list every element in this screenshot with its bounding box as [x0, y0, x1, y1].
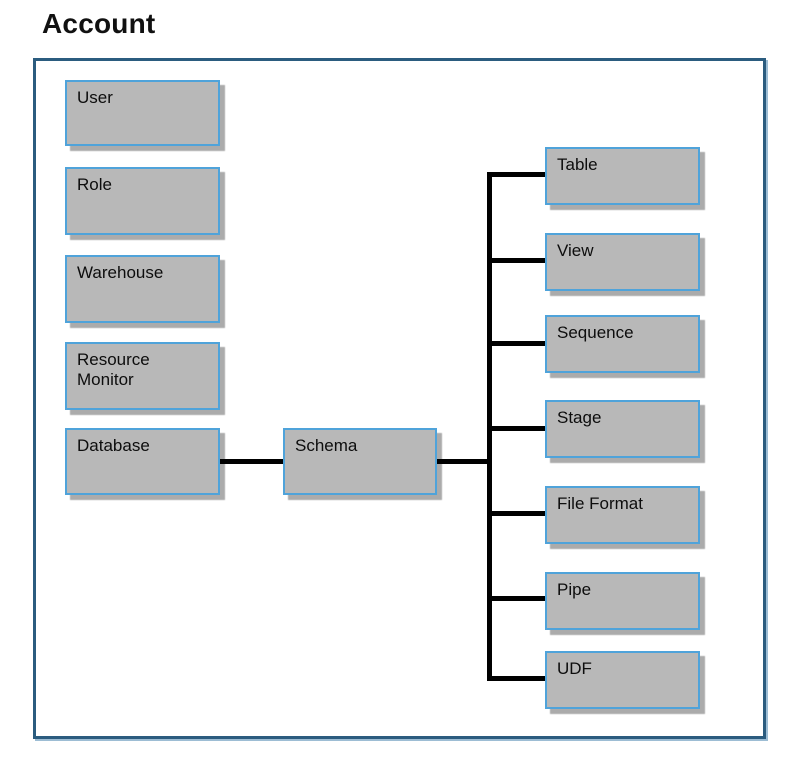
connector-schema-trunk [437, 459, 489, 464]
connector-branch-sequence [489, 341, 545, 346]
connector-branch-view [489, 258, 545, 263]
node-resource-monitor-label: Resource Monitor [77, 350, 150, 390]
node-sequence-label: Sequence [557, 323, 634, 342]
page-title: Account [42, 8, 156, 39]
node-warehouse: Warehouse [65, 255, 220, 323]
node-schema-label: Schema [295, 436, 358, 455]
node-view: View [545, 233, 700, 291]
node-role-label: Role [77, 175, 112, 194]
node-role: Role [65, 167, 220, 235]
node-stage-label: Stage [557, 408, 602, 427]
node-view-label: View [557, 241, 594, 260]
connector-branch-file-format [489, 511, 545, 516]
connector-branch-udf [489, 676, 545, 681]
connector-database-schema [220, 459, 283, 464]
node-file-format-label: File Format [557, 494, 643, 513]
connector-branch-table [489, 172, 545, 177]
node-table-label: Table [557, 155, 598, 174]
node-user-label: User [77, 88, 113, 107]
account-boundary-box [33, 58, 766, 739]
node-file-format: File Format [545, 486, 700, 544]
node-warehouse-label: Warehouse [77, 263, 164, 282]
node-pipe-label: Pipe [557, 580, 592, 599]
node-user: User [65, 80, 220, 146]
node-table: Table [545, 147, 700, 205]
node-udf: UDF [545, 651, 700, 709]
node-pipe: Pipe [545, 572, 700, 630]
node-schema: Schema [283, 428, 437, 495]
node-udf-label: UDF [557, 659, 592, 678]
node-sequence: Sequence [545, 315, 700, 373]
connector-branch-stage [489, 426, 545, 431]
node-resource-monitor: Resource Monitor [65, 342, 220, 410]
connector-branch-pipe [489, 596, 545, 601]
node-stage: Stage [545, 400, 700, 458]
node-database-label: Database [77, 436, 150, 455]
node-database: Database [65, 428, 220, 495]
